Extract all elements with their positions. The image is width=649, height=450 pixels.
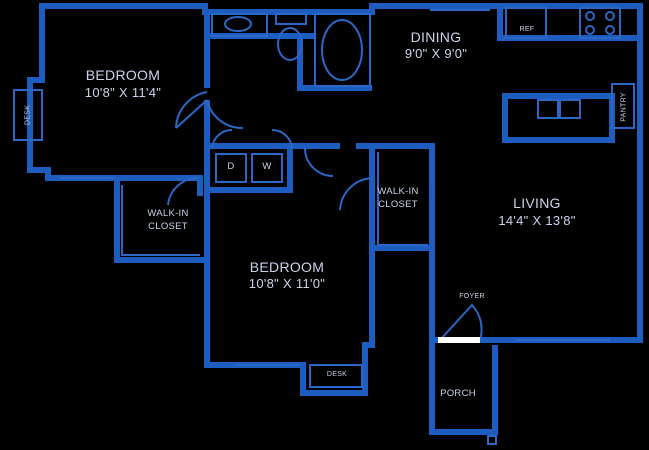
burner-icon [605,11,615,21]
door-swing [206,99,244,130]
desk-bottom-label: DESK [326,371,348,378]
dining-dims: 9'0" X 9'0" [404,46,468,61]
desk-bottom-box [309,364,363,388]
pantry-box [611,83,635,129]
closet-2-shelf [377,152,428,246]
desk-left-label: DESK [24,104,32,126]
ref-box [505,7,547,39]
closet-2-line2: CLOSET [378,199,418,210]
bathtub-basin-icon [321,19,363,81]
exterior-wall [27,3,643,396]
foyer-threshold [438,337,480,343]
door-swing [175,99,208,129]
living-name: LIVING [513,195,561,211]
bedroom-1-dims: 10'8" X 11'4" [84,85,162,100]
porch-walls [429,340,498,435]
burner-icon [585,11,595,21]
kitchen-sink-right [559,99,581,119]
door-swing [167,176,199,206]
toilet-tank [275,13,307,25]
burner-icon [585,25,595,35]
closet-2-line1: WALK-IN [377,186,419,197]
dryer-label: D [227,161,235,172]
door-swing [211,128,293,149]
closet-1-line1: WALK-IN [147,208,189,219]
living-dims: 14'4" X 13'8" [498,213,576,228]
bedroom-1-name: BEDROOM [85,67,161,83]
door-swing [304,147,334,177]
washer-label: W [262,161,272,172]
bathtub [314,13,371,87]
foyer-name: FOYER [459,293,485,300]
pantry-label: PANTRY [620,92,628,122]
desk-left-box [13,89,43,141]
toilet-bowl-icon [277,27,303,61]
closet-1-line2: CLOSET [148,221,188,232]
porch-post [487,435,497,445]
laundry-walls [207,143,293,193]
dryer-box [215,153,247,183]
ref-label: REF [519,26,535,33]
burner-icon [605,25,615,35]
bath-sink-icon [224,16,252,32]
closet-2-walls [369,146,432,251]
door-swing [439,303,483,341]
bedroom-2-dims: 10'8" X 11'0" [248,276,326,291]
bedroom-2-name: BEDROOM [249,259,325,275]
dining-name: DINING [410,29,462,45]
bath-vanity [211,13,268,37]
living-bar [502,93,615,143]
porch-name: PORCH [440,388,476,399]
door-swing [339,177,373,211]
closet-1-shelf [121,185,200,256]
door-swing [175,91,208,129]
closet-1-walls [117,175,203,196]
window [60,9,610,366]
washer-box [251,153,283,183]
kitchen-sink-left [537,99,559,119]
range-box [579,7,621,39]
